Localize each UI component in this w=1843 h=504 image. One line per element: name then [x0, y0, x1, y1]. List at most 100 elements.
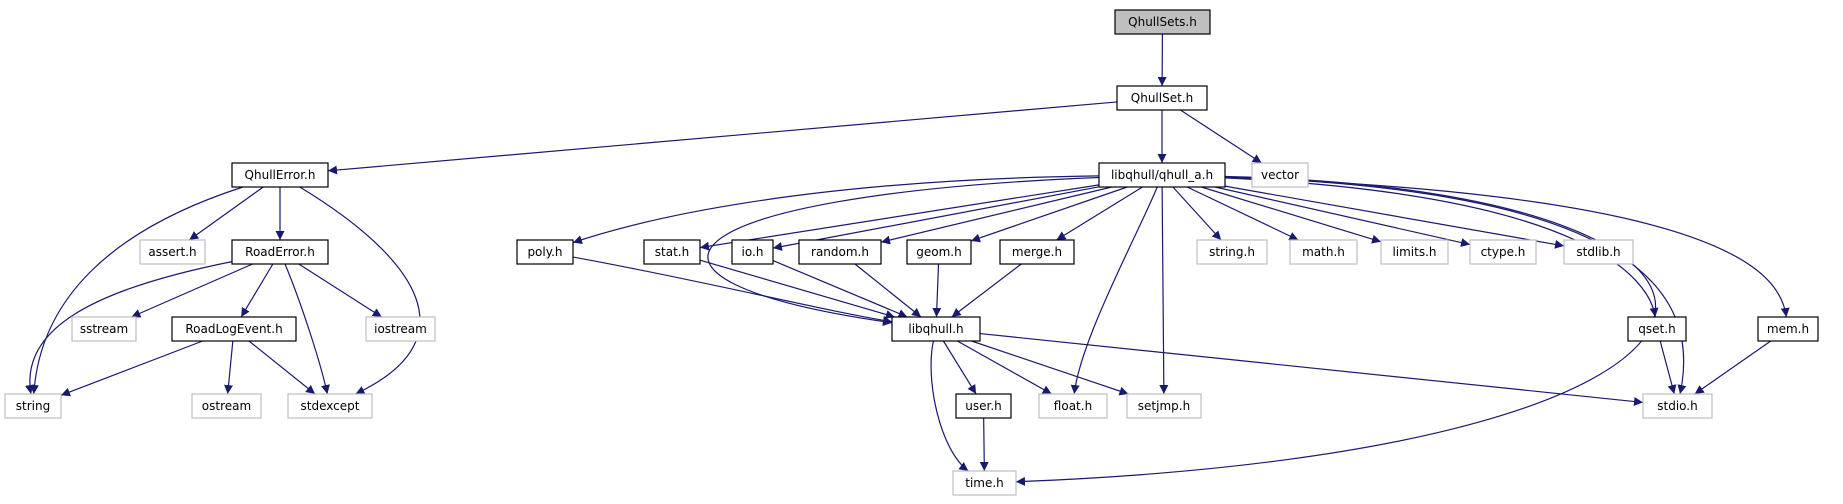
edge-random-to-libqhull — [854, 263, 922, 318]
node-label-setjmp_h: setjmp.h — [1138, 399, 1190, 413]
edge-roaderror-to-iostream — [298, 263, 383, 318]
node-label-roaderror: RoadError.h — [245, 245, 315, 259]
node-label-geom: geom.h — [916, 245, 961, 259]
node-label-sstream: sstream — [80, 322, 128, 336]
edge-qhull_a-to-poly — [572, 175, 1100, 244]
node-ostream: ostream — [191, 393, 262, 419]
node-random[interactable]: random.h — [798, 239, 882, 265]
edge-libqhull-to-user — [942, 340, 977, 395]
node-string_h: string.h — [1196, 239, 1268, 265]
node-label-stdlib_h: stdlib.h — [1576, 245, 1620, 259]
node-box-stdlib_h — [1563, 239, 1634, 265]
node-qhull_a[interactable]: libqhull/qhull_a.h — [1098, 162, 1226, 188]
node-label-math_h: math.h — [1302, 245, 1345, 259]
node-box-limits_h — [1380, 239, 1449, 265]
node-label-stat: stat.h — [655, 245, 689, 259]
node-roaderror[interactable]: RoadError.h — [231, 239, 329, 265]
edge-roaderror-to-stdexcept — [284, 263, 330, 395]
edge-qset-to-stdio_h — [1659, 340, 1677, 395]
node-stdlib_h: stdlib.h — [1563, 239, 1634, 265]
edge-roadlogevent-to-string — [60, 340, 203, 397]
node-box-qhull_a — [1098, 162, 1226, 188]
node-box-sstream — [71, 316, 137, 342]
node-label-limits_h: limits.h — [1392, 245, 1436, 259]
node-stdexcept: stdexcept — [287, 393, 373, 419]
node-box-libqhull — [891, 316, 981, 342]
edge-qhull_a-to-random — [880, 186, 1112, 245]
node-box-string_h — [1196, 239, 1268, 265]
edge-qhullerror-to-stdexcept — [299, 186, 421, 395]
node-label-roadlogevent: RoadLogEvent.h — [185, 322, 282, 336]
node-box-roaderror — [231, 239, 329, 265]
node-time_h: time.h — [952, 470, 1017, 496]
node-user[interactable]: user.h — [955, 393, 1012, 419]
node-setjmp_h: setjmp.h — [1126, 393, 1202, 419]
edge-qhull_a-to-mem — [1224, 176, 1790, 318]
node-label-stdexcept: stdexcept — [301, 399, 360, 413]
node-ctype_h: ctype.h — [1469, 239, 1537, 265]
edge-geom-to-libqhull — [932, 263, 942, 318]
edge-qhull_a-to-stat — [699, 184, 1100, 251]
node-box-stdio_h — [1642, 393, 1713, 419]
node-label-stdio_h: stdio.h — [1657, 399, 1697, 413]
node-stat[interactable]: stat.h — [643, 239, 701, 265]
node-label-libqhull: libqhull.h — [908, 322, 963, 336]
node-label-string: string — [16, 399, 50, 413]
node-label-iostream: iostream — [374, 322, 427, 336]
node-label-string_h: string.h — [1209, 245, 1255, 259]
edge-qhull_a-to-stdlib_h — [1224, 185, 1565, 249]
node-qset[interactable]: qset.h — [1627, 316, 1687, 342]
node-box-float_h — [1038, 393, 1108, 419]
node-io[interactable]: io.h — [731, 239, 774, 265]
node-label-io: io.h — [742, 245, 764, 259]
node-qhullsets[interactable]: QhullSets.h — [1114, 9, 1211, 35]
edge-qhull_a-to-time_h — [1015, 175, 1657, 486]
edge-roadlogevent-to-ostream — [224, 340, 234, 395]
node-qhullerror[interactable]: QhullError.h — [231, 162, 329, 188]
node-roadlogevent[interactable]: RoadLogEvent.h — [171, 316, 297, 342]
edge-io-to-libqhull — [772, 260, 908, 318]
node-float_h: float.h — [1038, 393, 1108, 419]
edge-qhull_a-to-stdio_h — [1224, 176, 1687, 395]
node-geom[interactable]: geom.h — [906, 239, 972, 265]
node-label-merge: merge.h — [1012, 245, 1062, 259]
edge-qhullset-to-vector — [1180, 109, 1262, 164]
edge-merge-to-libqhull — [951, 263, 1022, 318]
node-box-stdexcept — [287, 393, 373, 419]
edge-qhull_a-to-libqhull — [707, 176, 1100, 326]
node-assert: assert.h — [139, 239, 206, 265]
node-box-math_h — [1289, 239, 1358, 265]
edge-libqhull-to-time_h — [930, 340, 969, 472]
edge-roaderror-to-roadlogevent — [240, 263, 274, 318]
node-libqhull[interactable]: libqhull.h — [891, 316, 981, 342]
node-mem[interactable]: mem.h — [1757, 316, 1819, 342]
edge-roaderror-to-string — [25, 261, 233, 395]
node-poly[interactable]: poly.h — [516, 239, 574, 265]
node-box-qhullerror — [231, 162, 329, 188]
node-box-roadlogevent — [171, 316, 297, 342]
node-box-stat — [643, 239, 701, 265]
node-merge[interactable]: merge.h — [999, 239, 1075, 265]
node-box-io — [731, 239, 774, 265]
edge-qhull_a-to-ctype_h — [1215, 186, 1471, 247]
edge-stat-to-libqhull — [699, 259, 896, 319]
node-box-merge — [999, 239, 1075, 265]
edge-roaderror-to-sstream — [131, 263, 253, 318]
node-limits_h: limits.h — [1380, 239, 1449, 265]
node-label-user: user.h — [965, 399, 1002, 413]
edge-roadlogevent-to-stdexcept — [248, 340, 316, 395]
node-label-qhullset: QhullSet.h — [1131, 91, 1193, 105]
node-box-ctype_h — [1469, 239, 1537, 265]
node-label-qhull_a: libqhull/qhull_a.h — [1111, 168, 1213, 182]
node-label-qhullerror: QhullError.h — [245, 168, 316, 182]
node-box-time_h — [952, 470, 1017, 496]
node-qhullset[interactable]: QhullSet.h — [1116, 85, 1208, 111]
node-box-setjmp_h — [1126, 393, 1202, 419]
edge-qhull_a-to-merge — [1056, 186, 1143, 241]
node-box-qhullset — [1116, 85, 1208, 111]
edge-qhullerror-to-string — [29, 186, 244, 395]
node-stdio_h: stdio.h — [1642, 393, 1713, 419]
edge-qhull_a-to-math_h — [1186, 186, 1299, 241]
